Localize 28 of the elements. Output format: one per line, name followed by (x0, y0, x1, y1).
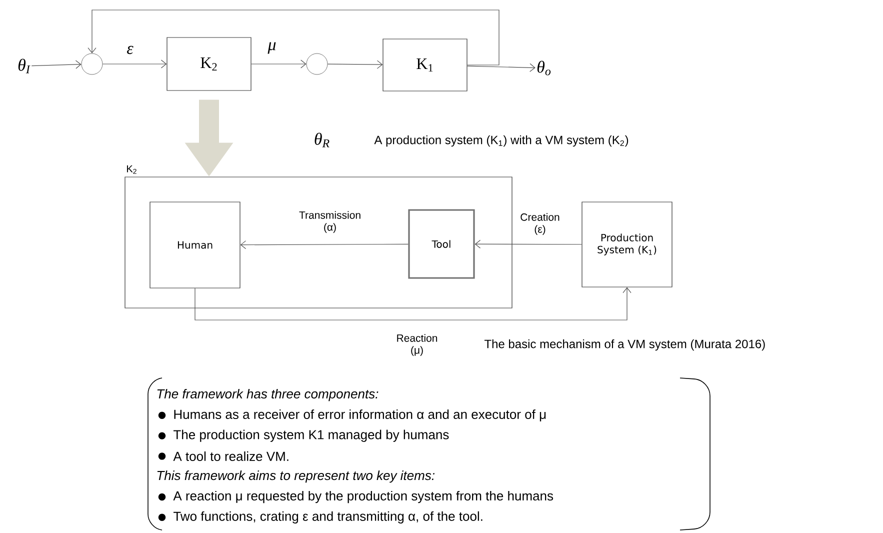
caption: A production system (K$_{1}$) with a VM system (K$_{2}$) (374, 135, 628, 147)
block-box: K$_{1}$ (382, 38, 468, 92)
tool-box: Tool (408, 209, 475, 279)
framework-note: The framework has three components: Humans as a receiver of error information α and an executor of μ The production system K1 managed by humans A tool to realize VM. This framework aims to represent two key items: A reaction μ requested by the production system from the humans Two functions, crating ε and transmitting α, of the tool. (148, 378, 710, 530)
node-label: K$_{2}$ (127, 165, 136, 174)
edge-label: Creation (ε) (520, 213, 560, 235)
summing-junction (81, 53, 103, 75)
process-box: Production System (K$_{1}$) (582, 202, 672, 288)
arrow (102, 60, 167, 68)
block-box: K$_{2}$ (166, 37, 252, 91)
arrow (31, 60, 82, 69)
edge-label: μ (268, 42, 276, 54)
arrow (194, 287, 632, 320)
symbol-label: θ$_{R}$ (314, 132, 330, 148)
summing-junction (306, 53, 328, 75)
symbol-label: θ$_{I}$ (18, 58, 30, 74)
edge-label: Transmission (α) (299, 211, 360, 233)
symbol-label: θ$_{o}$ (537, 60, 551, 76)
arrow (251, 60, 306, 68)
arrow (474, 240, 582, 248)
arrow (240, 240, 408, 250)
caption: The basic mechanism of a VM system (Murata 2016) (484, 339, 765, 351)
arrow (467, 63, 536, 72)
edge-label: ε (127, 46, 134, 54)
arrow (327, 60, 383, 69)
edge-label: Reaction (μ) (397, 334, 438, 356)
human-box: Human (150, 202, 240, 288)
arrow (88, 10, 500, 66)
